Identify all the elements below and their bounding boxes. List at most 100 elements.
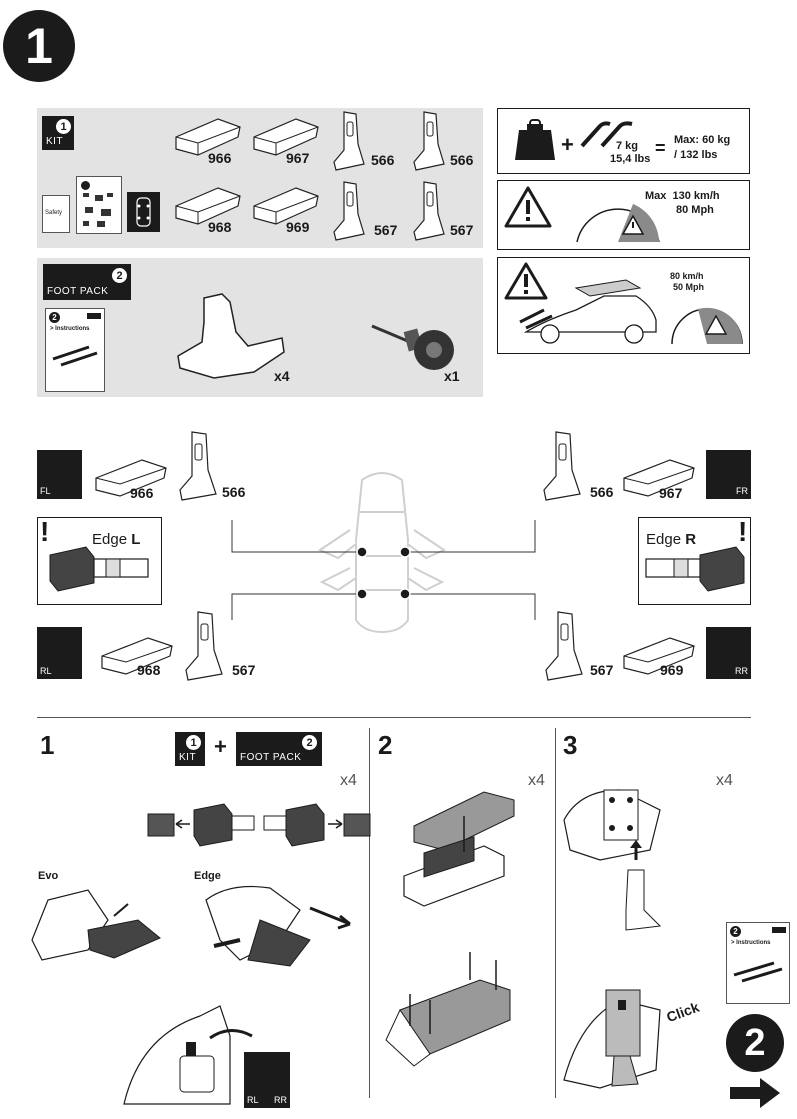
instruction-booklet [76,176,122,234]
pad-966-icon [175,118,241,156]
edge-left-side: L [131,531,141,548]
position-fl-pad: 966 [130,485,154,501]
bar-weight-lbs: 15,4 lbs [610,153,651,165]
step-1-rl-label: RL [247,1095,259,1105]
foot-pack-badge: 2 [112,268,127,283]
pad-968-icon [175,187,241,225]
step-1-pack-tile: 2 FOOT PACK [236,732,322,766]
position-rl-label: RL [40,666,52,676]
step-divider-2 [555,728,556,1098]
bar-weight-kg: 7 kg [616,140,639,152]
step-1-number: 1 [40,730,55,760]
step-2-pad-press-icon [385,952,511,1067]
edge-right-word: Edge [646,531,682,548]
position-fr-tile: FR [706,450,751,499]
step-1-kit-tile: 1 KIT [175,732,205,766]
load-speed-mph: 50 Mph [673,282,705,292]
speedometer-icon-2 [671,307,743,345]
edge-left-title: Edge L [92,531,140,548]
foot-566-icon [333,111,365,171]
kit-tile: 1 KIT [42,116,74,150]
edge-right-side: R [685,531,697,548]
tool-qty: x1 [444,368,460,384]
foot-rl-icon [185,611,223,681]
kit-label: KIT [46,136,64,147]
step-1-edge-icon [205,885,351,967]
next-page-number: 2 [744,1021,766,1064]
max-load-lbs: / 132 lbs [674,149,718,161]
safety-label: Safety [45,210,63,216]
section-divider [37,717,751,718]
step-1-car-tile: RL RR [244,1052,290,1108]
step-2-pad-insert-icon [403,791,515,907]
edge-right-foot-icon [645,546,745,592]
car-top-view-diagram [231,472,536,634]
foot-pack-tile: 2 FOOT PACK [43,264,131,300]
speed-max-mph: 80 Mph [676,204,714,216]
pad-968-number: 968 [208,219,232,235]
step-3-thule-logo [772,927,786,933]
pad-966-number: 966 [208,150,232,166]
booklet-num-badge: 2 [49,312,60,323]
warning-triangle-icon [504,186,552,228]
foot-566-icon-b [413,111,445,171]
next-page-badge[interactable]: 2 [726,1014,784,1072]
warning-triangle-icon-2 [504,262,548,300]
foot-pack-qty: x4 [274,368,290,384]
foot-fl-icon [179,431,217,501]
load-speed-kmh: 80 km/h [670,271,704,281]
roof-bars-icon [580,121,633,148]
step-3-roof-bars-icon [733,961,783,983]
foot-fr-icon [543,431,581,501]
edge-left-foot-icon [49,546,149,592]
booklet-diagram-icon [83,193,113,227]
position-rr-label: RR [735,666,748,676]
step-1-car-door-icon [123,1005,253,1105]
foot-outline-icon [177,293,285,379]
speedometer-icon [576,204,660,243]
pad-969-icon [253,187,319,225]
pad-fr-icon [623,459,695,497]
position-rr-foot: 567 [590,662,614,678]
foot-rr-icon [545,611,583,681]
foot-pack-booklet: 2 > Instructions [45,308,105,392]
step-3-foot-attach-icon [563,789,662,931]
step-1-disassembly-icon [147,803,371,847]
position-rl-foot: 567 [232,662,256,678]
hex-key-tool-icon [371,324,454,370]
edge-right-title: Edge R [646,531,696,548]
step-1-edge-label: Edge [194,870,221,882]
step-1-pack-badge: 2 [302,735,317,750]
page-number: 1 [25,18,53,74]
step-3-booklet: 2 > Instructions [726,922,790,1004]
car-top-icon [136,197,151,227]
position-rr-pad: 969 [660,662,684,678]
step-1-kit-badge: 1 [186,735,201,750]
pad-967-icon [253,118,319,156]
foot-566-number-a: 566 [371,152,395,168]
edge-right-exclaim: ! [738,516,748,547]
foot-567-icon [333,181,365,241]
max-load-kg: Max: 60 kg [674,134,731,146]
pad-967-number: 967 [286,150,310,166]
pad-fl-icon [95,459,167,497]
pad-rr-icon [623,637,695,675]
roof-bars-small-icon [52,345,98,367]
next-arrow-icon[interactable] [730,1078,782,1108]
position-fl-foot: 566 [222,484,246,500]
equals-sign: = [655,138,666,158]
position-rl-pad: 968 [137,662,161,678]
step-3-booklet-text: > Instructions [731,940,771,946]
foot-567-number-a: 567 [374,222,398,238]
foot-566-number-b: 566 [450,152,474,168]
step-1-kit-label: KIT [179,752,197,763]
step-1-evo-icon [31,889,161,961]
step-1-rr-label: RR [274,1095,287,1105]
step-1-plus: + [214,734,227,759]
step-1-pack-label: FOOT PACK [240,752,302,763]
car-chart-tile [127,192,160,232]
step-1-evo-label: Evo [38,870,59,882]
step-3-qty: x4 [716,772,733,789]
position-fl-tile: FL [37,450,82,499]
speed-max-kmh: Max 130 km/h [645,190,720,202]
